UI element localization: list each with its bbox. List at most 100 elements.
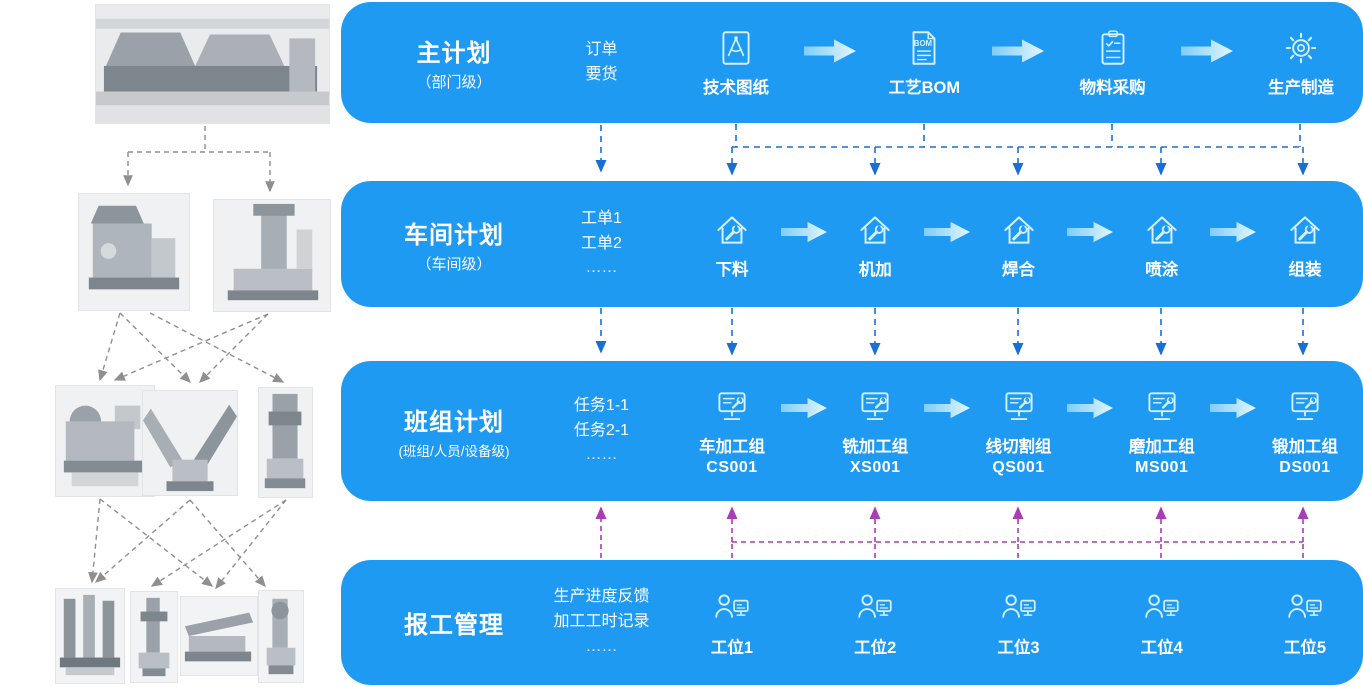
material-procurement-icon xyxy=(1092,27,1134,69)
band-title: 车间计划 xyxy=(404,221,504,249)
machine-conveyor-image xyxy=(143,391,237,495)
machine-hopper-image xyxy=(79,194,189,310)
workshop-house-icon xyxy=(711,209,753,251)
step-label: 喷涂 xyxy=(1145,260,1179,279)
operator-station-icon xyxy=(854,587,896,629)
step-label: 线切割组 xyxy=(985,437,1052,456)
photo-machine-tower xyxy=(258,387,313,498)
band-title: 报工管理 xyxy=(404,612,504,639)
flow-arrow-icon xyxy=(804,39,857,62)
step-wirecut-group: 线切割组 QS001 xyxy=(973,386,1065,477)
blueprint-icon xyxy=(715,27,757,69)
photo-machine-hopper xyxy=(78,193,190,311)
flow-arrow-icon xyxy=(923,221,970,243)
band-work-reporting: 报工管理 生产进度反馈 加工工时记录 …… 工位1 工位2 工位3 工位4 xyxy=(341,560,1363,685)
machine-tower-image xyxy=(259,388,312,497)
workshop-plan-steps: 下料 机加 焊合 喷涂 组装 xyxy=(664,209,1363,280)
photo-factory-line xyxy=(95,4,330,124)
band-title: 班组计划 xyxy=(404,409,504,436)
step-machining: 机加 xyxy=(829,209,921,280)
team-plan-steps: 车加工组 CS001 铣加工组 XS001 线切割组 QS001 磨加工组 MS… xyxy=(664,386,1363,477)
step-station-5: 工位5 xyxy=(1259,587,1351,658)
step-label: 物料采购 xyxy=(1079,79,1146,97)
band-input-feedback: 生产进度反馈 加工工时记录 …… xyxy=(553,588,650,655)
step-label: 磨加工组 xyxy=(1128,437,1195,456)
step-milling-group: 铣加工组 XS001 xyxy=(829,386,921,477)
band-subtitle: （部门级） xyxy=(416,74,492,91)
step-label: 锻加工组 xyxy=(1272,437,1338,456)
step-label: 机加 xyxy=(858,260,892,279)
band-head: 主计划 （部门级） xyxy=(369,33,539,92)
step-label: 铣加工组 xyxy=(842,437,909,456)
photo-machine-conveyor xyxy=(142,390,238,496)
workshop-house-icon xyxy=(1141,209,1183,251)
factory-line-image xyxy=(96,5,329,123)
flow-arrow-icon xyxy=(1180,39,1233,62)
step-assembly: 组装 xyxy=(1259,209,1351,280)
flow-arrow-icon xyxy=(1210,397,1257,419)
photo-slim-machine-2 xyxy=(258,590,304,683)
band-head: 报工管理 xyxy=(369,605,539,640)
photo-pumps xyxy=(55,588,125,684)
operator-station-icon xyxy=(998,587,1040,629)
machine-column-image xyxy=(214,200,330,311)
step-tech-drawing: 技术图纸 xyxy=(686,27,786,98)
bom-document-icon xyxy=(903,27,945,69)
step-label: 技术图纸 xyxy=(703,79,769,97)
operator-station-icon xyxy=(1141,587,1183,629)
photo-slim-machine-1 xyxy=(130,591,178,683)
step-code: CS001 xyxy=(706,458,758,476)
team-terminal-icon xyxy=(1141,386,1183,428)
long-machine-image xyxy=(181,597,257,675)
band-input-tasks: 任务1-1 任务2-1 …… xyxy=(573,396,630,464)
manufacturing-gear-icon xyxy=(1280,27,1322,69)
band-input-work-orders: 工单1 工单2 …… xyxy=(581,209,622,277)
flow-arrow-icon xyxy=(923,397,970,419)
step-label: 工位5 xyxy=(1283,639,1327,657)
band-head: 车间计划 （车间级） xyxy=(369,215,539,274)
flow-arrow-icon xyxy=(780,397,827,419)
step-forging-group: 锻加工组 DS001 xyxy=(1259,386,1351,477)
step-station-1: 工位1 xyxy=(686,587,778,658)
flow-arrow-icon xyxy=(1067,397,1114,419)
step-code: DS001 xyxy=(1279,458,1331,476)
band-head: 班组计划 (班组/人员/设备级) xyxy=(369,402,539,460)
step-label: 工位3 xyxy=(997,639,1040,657)
team-terminal-icon xyxy=(854,386,896,428)
master-plan-steps: 技术图纸 工艺BOM 物料采购 生产制造 xyxy=(664,27,1363,98)
workshop-house-icon xyxy=(854,209,896,251)
flow-arrow-icon xyxy=(992,39,1045,62)
flow-arrow-icon xyxy=(1210,221,1257,243)
step-label: 下料 xyxy=(715,260,749,279)
step-manufacturing: 生产制造 xyxy=(1251,27,1351,98)
step-cutting: 下料 xyxy=(686,209,778,280)
step-label: 工位2 xyxy=(854,639,897,657)
team-terminal-icon xyxy=(1284,386,1326,428)
step-label: 焊合 xyxy=(1002,260,1035,279)
operator-station-icon xyxy=(711,587,753,629)
step-painting: 喷涂 xyxy=(1116,209,1208,280)
step-station-3: 工位3 xyxy=(973,587,1065,658)
photo-machine-grinder xyxy=(55,385,155,497)
step-process-bom: 工艺BOM xyxy=(874,27,974,98)
band-input-orders: 订单 要货 xyxy=(585,40,618,83)
photo-long-machine xyxy=(180,596,258,676)
team-terminal-icon xyxy=(998,386,1040,428)
step-grinding-group: 磨加工组 MS001 xyxy=(1116,386,1208,477)
band-master-plan: 主计划 （部门级） 订单 要货 技术图纸 工艺BOM 物料采购 生产制造 xyxy=(341,2,1363,123)
team-terminal-icon xyxy=(711,386,753,428)
band-subtitle: (班组/人员/设备级) xyxy=(398,444,510,459)
step-material-procurement: 物料采购 xyxy=(1063,27,1163,98)
step-code: MS001 xyxy=(1135,458,1189,476)
step-code: XS001 xyxy=(849,458,901,476)
step-station-2: 工位2 xyxy=(829,587,921,658)
band-team-plan: 班组计划 (班组/人员/设备级) 任务1-1 任务2-1 …… 车加工组 CS0… xyxy=(341,361,1363,501)
workshop-house-icon xyxy=(1284,209,1326,251)
purple-dashed-connectors xyxy=(595,506,1309,558)
step-label: 工位4 xyxy=(1140,639,1183,657)
flow-arrow-icon xyxy=(780,221,827,243)
machine-grinder-image xyxy=(56,386,154,496)
step-label: 组装 xyxy=(1288,260,1322,279)
pumps-image xyxy=(56,589,124,683)
